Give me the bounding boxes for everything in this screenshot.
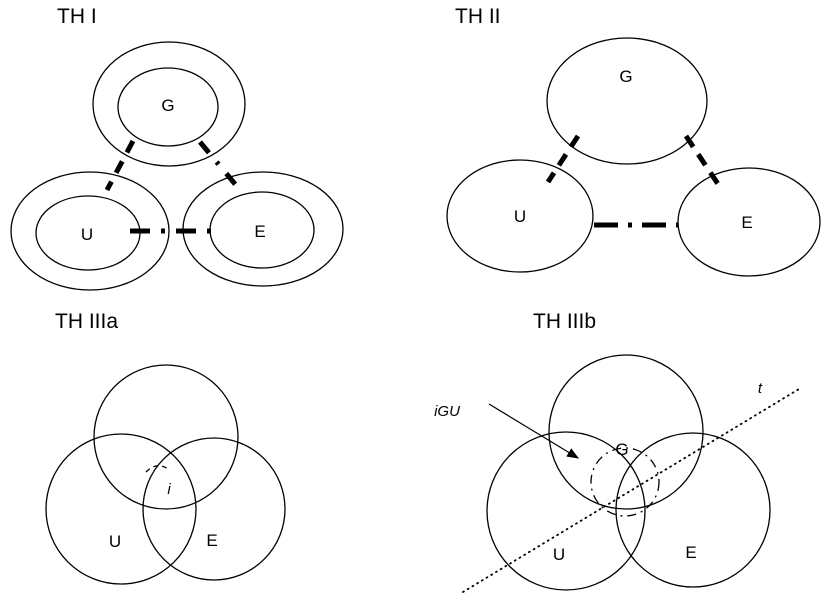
th3a-intersection-label: i [167,481,171,498]
th2-u-ellipse [446,159,594,273]
th3b-u-circle [486,431,646,591]
th1-connector-g-u [104,139,136,192]
th3b-u-label: U [553,545,565,564]
th1-e-label: E [254,222,265,241]
th3b-e-circle [615,432,771,588]
th2-e-label: E [741,213,752,232]
th1-u-outer-ellipse [10,171,170,291]
th3b-igu-arrow [488,403,580,459]
th1-connector-g-e [198,140,242,192]
th3a-e-label: E [206,531,217,550]
th3b-igu-label: iGU [434,403,460,420]
th1-g-label: G [161,96,174,115]
th2-connector-g-e [683,134,721,186]
th2-g-label: G [619,67,632,86]
th3a-u-circle [45,433,197,585]
th1-g-outer-ellipse [92,41,246,167]
th1-u-label: U [81,225,93,244]
th3a-e-circle [142,437,286,581]
th2-connector-g-u [545,134,581,184]
panel-th2: TH II G U E [446,5,821,277]
th3a-intersection-dashed-arc [145,465,169,473]
th3b-dotted-line-t [462,388,800,593]
th2-g-ellipse [546,37,708,165]
panel-th1-title: TH I [57,5,97,28]
panel-th1: TH I G U E [10,5,344,291]
panel-th3b-title: TH IIIb [533,310,596,333]
th3b-g-label: G [615,440,628,459]
th3b-e-label: E [685,543,696,562]
panel-th2-title: TH II [455,5,501,28]
panel-th3a-title: TH IIIa [55,310,118,333]
th2-e-ellipse [677,167,821,277]
th2-u-label: U [514,207,526,226]
th3b-g-circle [548,354,704,510]
th3b-line-t-label: t [758,380,763,397]
th3b-intersection-dashdot-circle [590,447,660,517]
panel-th3b: TH IIIb t iGU G U E [434,310,800,593]
th3a-top-circle [93,364,239,510]
th1-g-inner-ellipse [117,67,219,147]
th3a-u-label: U [109,532,121,551]
panel-th3a: TH IIIa i U E [45,310,286,585]
